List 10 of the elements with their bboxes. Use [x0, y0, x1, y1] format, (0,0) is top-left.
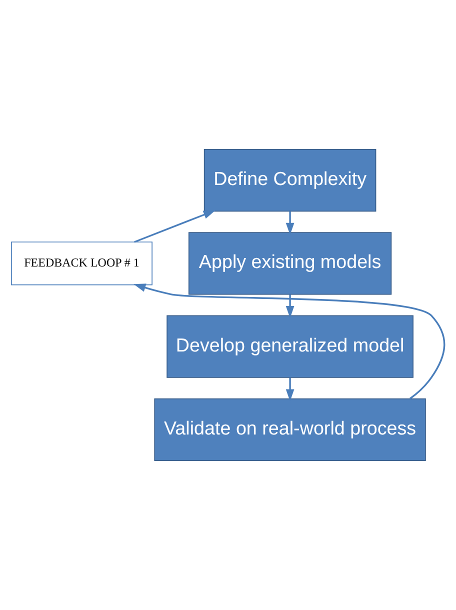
arrow [134, 210, 216, 243]
node-box: FEEDBACK LOOP # 1 [11, 242, 152, 286]
node-box: Develop generalized model [166, 315, 414, 378]
node-box: Define Complexity [204, 149, 376, 212]
arrow [286, 294, 294, 318]
arrow [134, 284, 446, 400]
node-box: Apply existing models [188, 232, 392, 295]
node-box: Validate on real-world process [154, 398, 426, 461]
arrow [286, 378, 294, 402]
arrow [286, 211, 294, 235]
